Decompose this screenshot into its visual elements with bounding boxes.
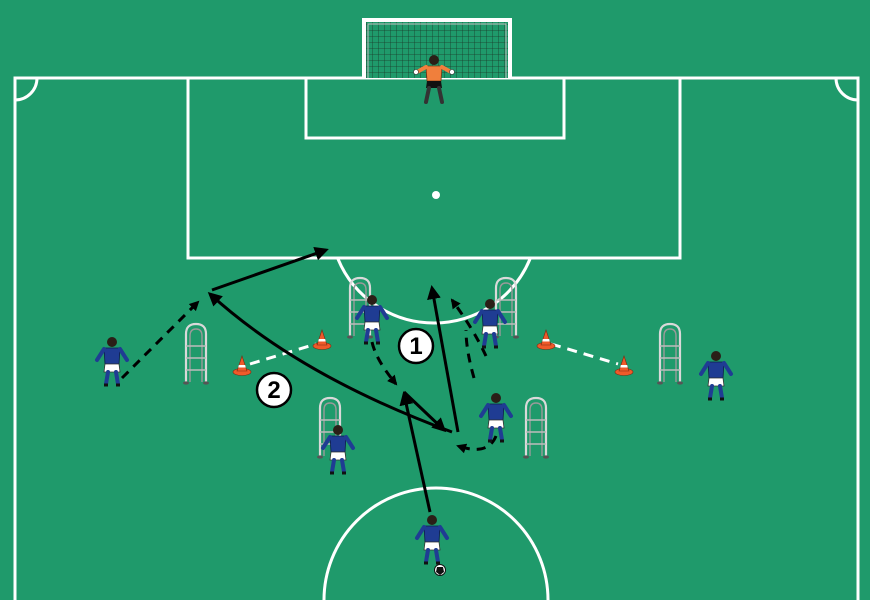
corner-arc-right bbox=[834, 77, 859, 102]
step-1-marker: 1 bbox=[397, 327, 435, 365]
pass-upfield bbox=[427, 285, 460, 433]
movement-arrows bbox=[120, 247, 498, 513]
corner-arc-left bbox=[14, 77, 39, 102]
dashed-run-wingback bbox=[456, 435, 498, 454]
dashed-run-right-lower bbox=[464, 329, 476, 379]
dashed-run-center bbox=[370, 341, 398, 386]
pass-diagonal bbox=[402, 390, 447, 433]
cone-line-left bbox=[249, 342, 317, 366]
dashed-run-right-inner bbox=[450, 298, 488, 357]
step-1-label: 1 bbox=[409, 333, 422, 360]
centre-circle-arc bbox=[322, 486, 550, 600]
penalty-spot bbox=[432, 191, 440, 199]
football-icon bbox=[434, 564, 446, 576]
dashed-run-left-winger bbox=[120, 300, 200, 380]
cone-line-right bbox=[550, 342, 619, 366]
pass-into-box bbox=[211, 247, 329, 292]
pass-wide-left bbox=[207, 291, 453, 434]
step-2-marker: 2 bbox=[255, 371, 293, 409]
step-2-label: 2 bbox=[267, 377, 280, 404]
pass-from-striker bbox=[399, 391, 432, 513]
